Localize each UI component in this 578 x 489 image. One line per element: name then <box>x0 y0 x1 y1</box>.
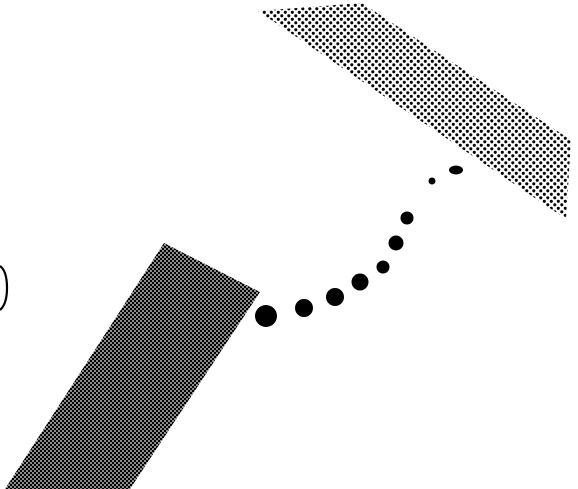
trail-dot <box>326 288 344 306</box>
trail-dot <box>429 178 436 185</box>
trail-dot <box>352 274 369 291</box>
lower-left-panel <box>5 243 260 489</box>
trail-dot <box>389 236 404 251</box>
trail-dot <box>377 261 390 274</box>
left-edge-bracket <box>0 266 7 310</box>
trail-dot <box>295 299 313 317</box>
trail-dot <box>255 305 277 327</box>
trail-dot <box>401 212 414 225</box>
trail-dot <box>449 166 463 175</box>
upper-right-panel <box>258 3 571 219</box>
dot-trail <box>255 166 463 328</box>
